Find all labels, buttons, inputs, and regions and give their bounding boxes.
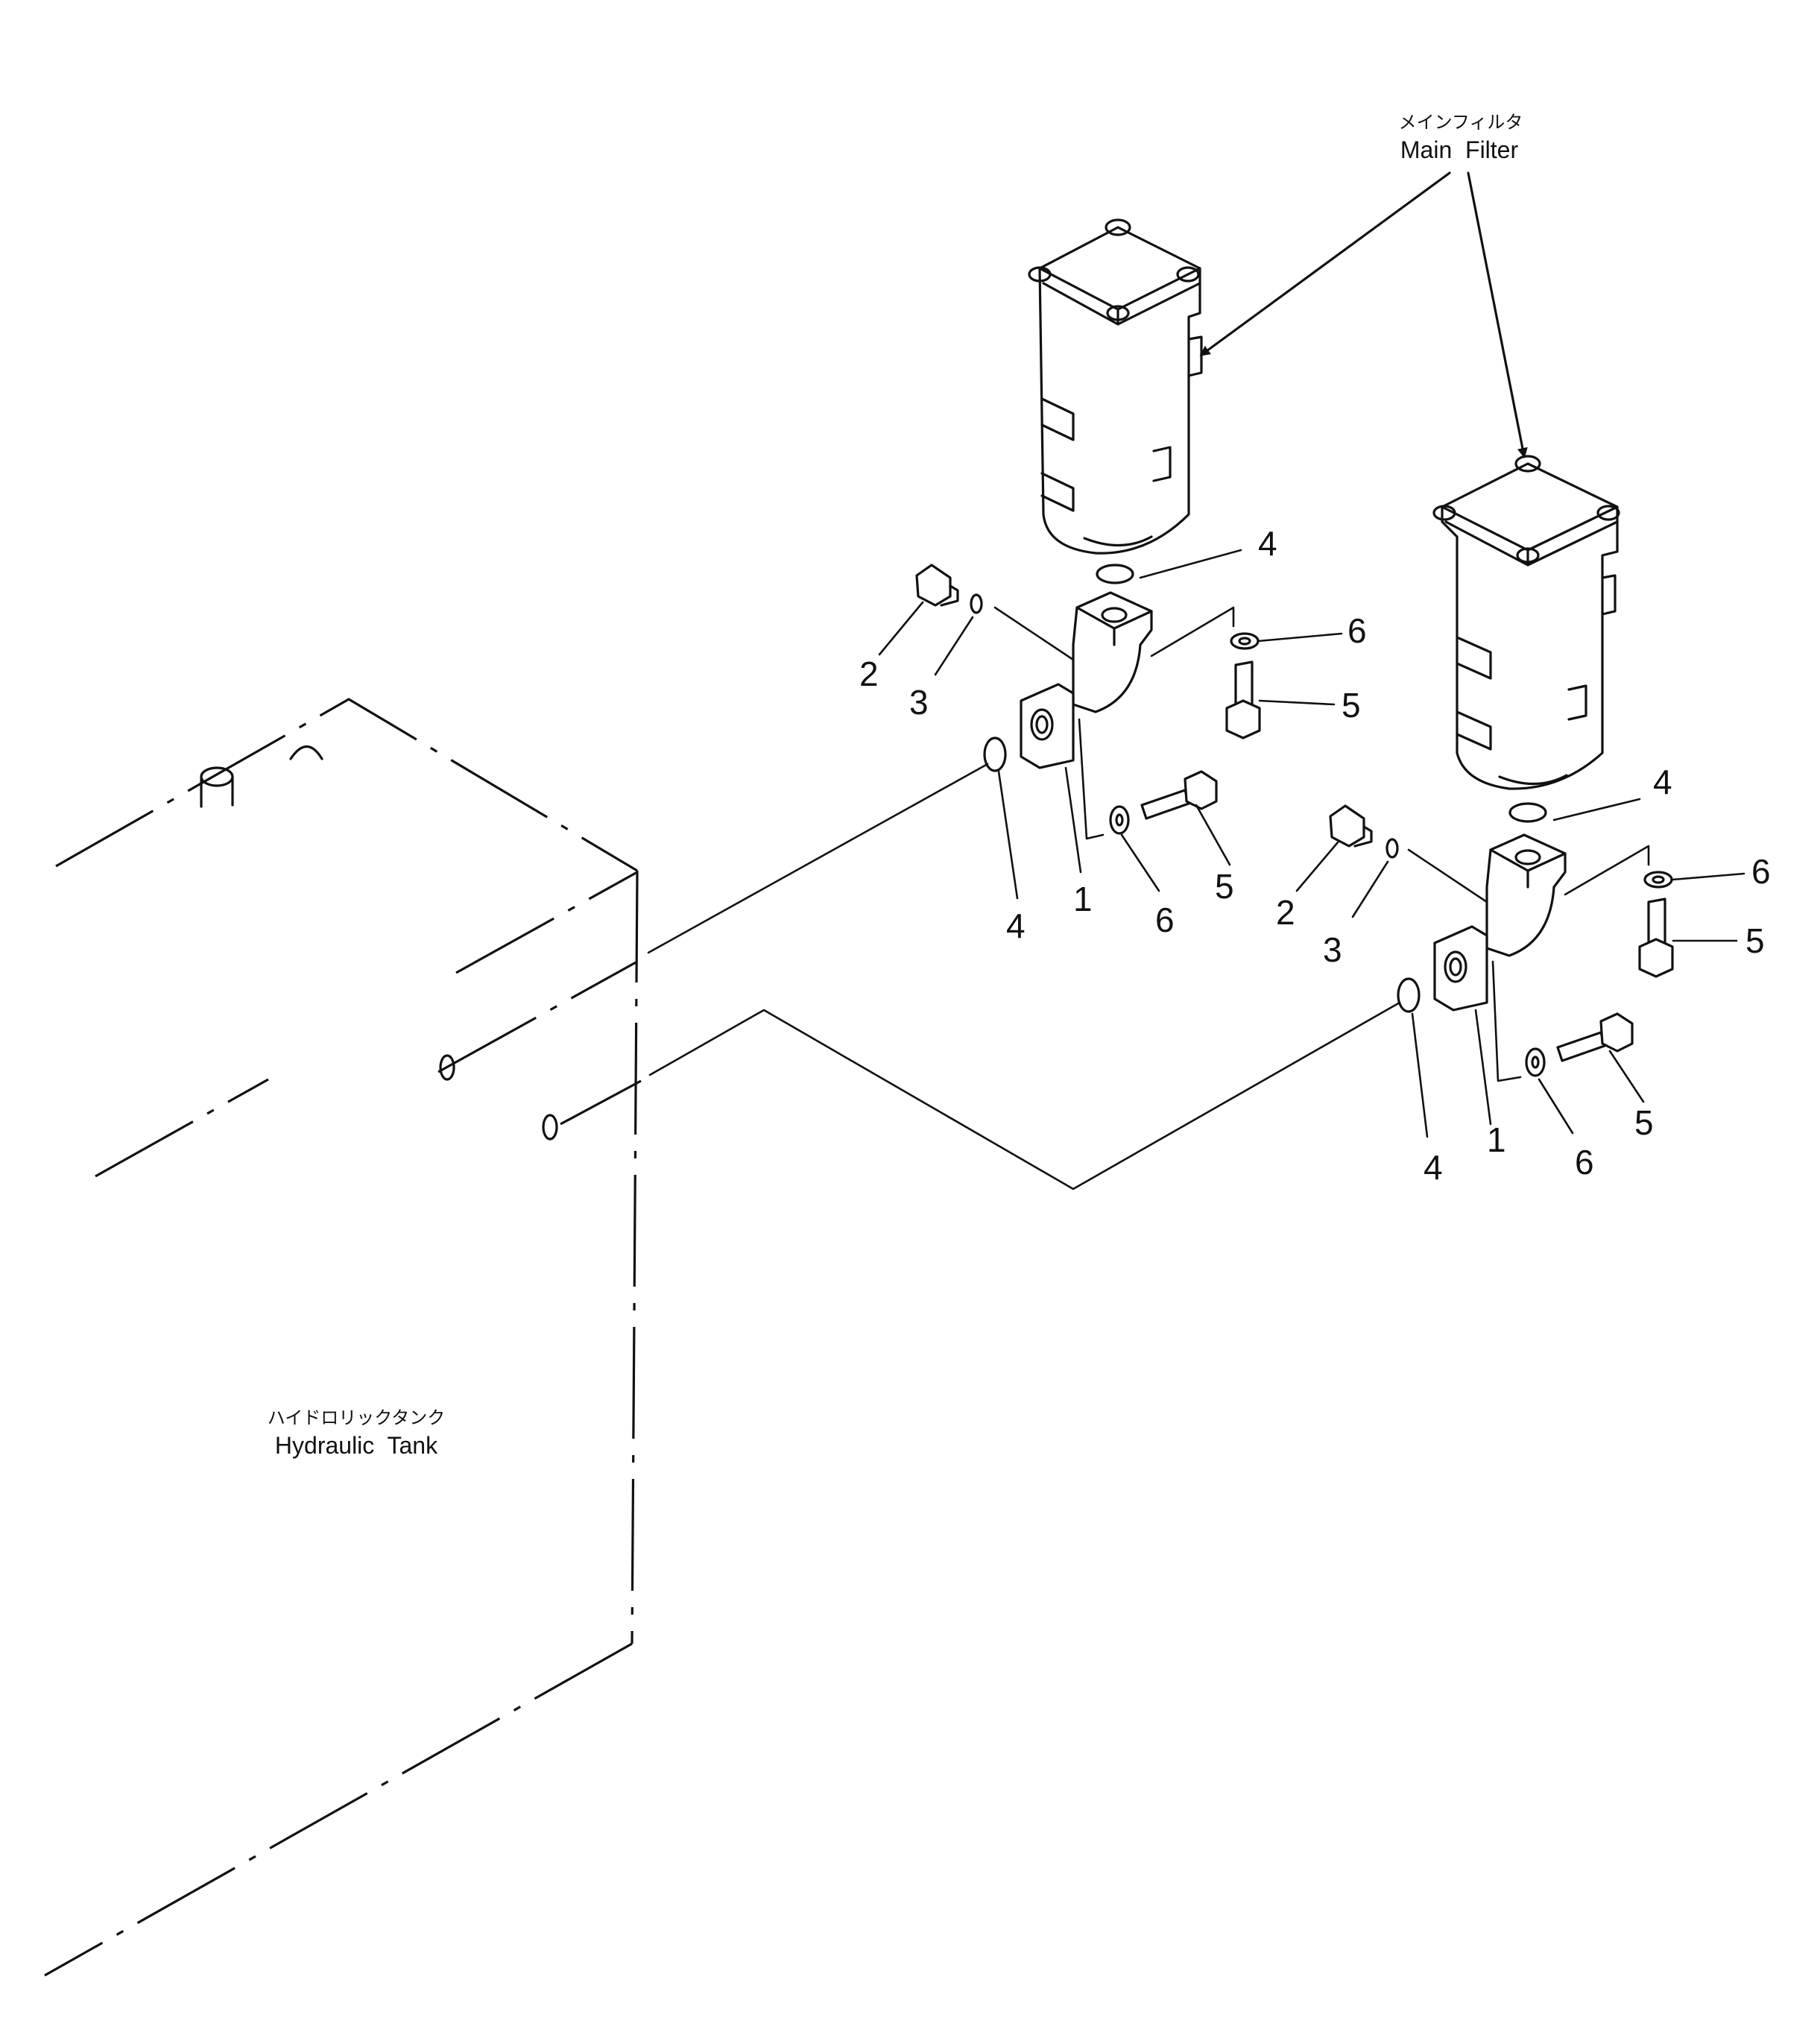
oring-4-bottom-right [1397, 977, 1421, 1013]
tank-label-jp: ハイドロリックタンク [268, 1407, 446, 1428]
washer-6-right-left [1230, 632, 1260, 650]
callout-2-left: 2 [859, 654, 879, 693]
callout-5-right-left: 5 [1342, 686, 1361, 725]
washer-6-lower-right [1525, 1047, 1546, 1077]
callout-4-bottom-right: 4 [1424, 1148, 1443, 1187]
callout-1-left: 1 [1073, 880, 1093, 918]
callout-4-bottom-left: 4 [1006, 906, 1026, 945]
callout-5-lower-right: 5 [1634, 1103, 1654, 1142]
callout-6-right-right: 6 [1751, 852, 1771, 891]
callout-6-lower-left: 6 [1155, 900, 1175, 939]
oring-4-bottom-left [983, 736, 1007, 772]
callout-3-left: 3 [909, 683, 929, 722]
callout-5-lower-left: 5 [1215, 867, 1234, 906]
callout-5-right-right: 5 [1745, 921, 1765, 960]
hydraulic-tank [44, 698, 642, 1977]
main-filter-label-en: Main Filter [1400, 136, 1519, 163]
callout-1-right: 1 [1487, 1120, 1506, 1159]
washer-6-lower-left [1109, 805, 1130, 835]
tank-port-upper [439, 1054, 455, 1081]
tank-label-en: Hydraulic Tank [275, 1432, 438, 1459]
tank-breather-cap [200, 766, 234, 808]
callout-4-top-right: 4 [1653, 763, 1672, 801]
pipe-route [648, 1001, 1401, 1190]
bolt-5-lower-left [1140, 770, 1218, 820]
callout-3-right: 3 [1323, 930, 1342, 969]
main-filter-right [1432, 455, 1620, 790]
bolt-5-right-right [1638, 898, 1674, 978]
main-filter-arrows [1199, 171, 1528, 458]
callout-6-lower-right: 6 [1575, 1143, 1594, 1182]
plug-2-right [1329, 804, 1373, 848]
oring-4-top-right [1508, 802, 1547, 823]
leader-lines-right [1295, 798, 1745, 1138]
tank-cap-clip [289, 745, 323, 760]
callout-4-top-left: 4 [1258, 524, 1277, 563]
main-filter-left [1028, 218, 1203, 555]
plug-2-left [915, 564, 959, 607]
leader-lines-left [647, 549, 1343, 954]
bolt-5-lower-right [1556, 1012, 1634, 1062]
washer-6-right-right [1643, 871, 1673, 889]
tank-port-lower [542, 1114, 558, 1141]
flange-elbow-left [1020, 591, 1153, 769]
main-filter-label-jp: メインフィルタ [1399, 112, 1523, 133]
oring-4-top-left [1096, 564, 1134, 584]
oring-3-left [970, 593, 983, 614]
bolt-5-right-left [1225, 660, 1261, 739]
flange-elbow-right [1433, 833, 1567, 1012]
callout-2-right: 2 [1276, 893, 1295, 932]
oring-3-right [1385, 838, 1399, 859]
callout-6-right-left: 6 [1347, 611, 1367, 650]
